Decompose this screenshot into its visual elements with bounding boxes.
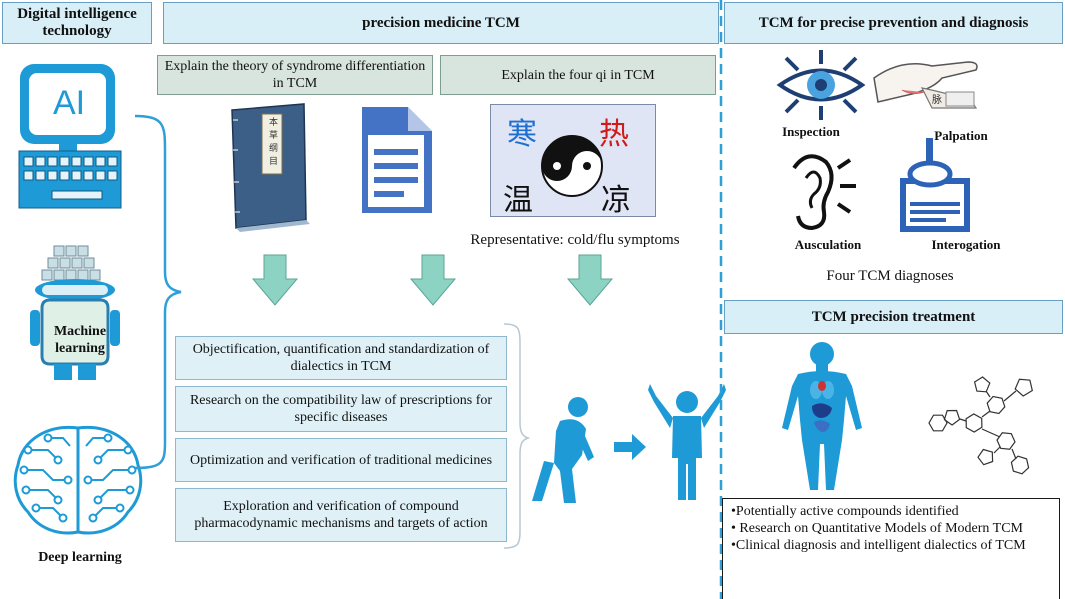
ear-icon: [792, 154, 856, 231]
four-diagnoses-caption: Four TCM diagnoses: [826, 268, 954, 284]
qi-cool-char: 凉: [601, 183, 631, 218]
qi-cold-char: 寒: [507, 117, 537, 152]
molecule-bond: [1003, 390, 1017, 402]
inspection-label: Inspection: [782, 124, 840, 139]
machine-learning-label: Machine learning: [53, 324, 107, 356]
robot-icon: [20, 238, 130, 388]
keyboard-key: [107, 170, 118, 181]
brain-circuit-icon: [8, 420, 148, 540]
keyboard-key: [59, 156, 70, 167]
book-title: 本草纲目: [269, 118, 279, 167]
keyboard-key: [107, 156, 118, 167]
molecule-ring: [943, 409, 961, 426]
molecule-bond: [981, 428, 1001, 438]
interogation-label: Interogation: [931, 237, 1001, 252]
molecule-ring: [986, 395, 1006, 415]
eye-icon: [776, 50, 866, 120]
treatment-item: • Research on Quantitative Models of Mod…: [731, 521, 1023, 536]
molecule-bond: [1011, 448, 1017, 460]
molecule-bond: [993, 446, 1001, 454]
treatment-item: •Potentially active compounds identified: [731, 504, 959, 519]
molecule-ring: [973, 376, 991, 393]
keyboard-key: [95, 170, 106, 181]
left-bracket: [134, 114, 182, 470]
syndrome-theory-box: Explain the theory of syndrome different…: [157, 55, 433, 95]
four-qi-panel: 寒 热 温 凉: [490, 104, 656, 218]
healthy-person-icon: [648, 384, 726, 500]
molecule-ring: [977, 448, 994, 466]
research-item: Objectification, quantification and stan…: [175, 336, 507, 380]
pulse-char: 脉: [932, 95, 942, 106]
treatment-list: •Potentially active compounds identified…: [722, 498, 1060, 599]
keyboard-key: [83, 156, 94, 167]
right-arrow-icon: [614, 434, 646, 460]
molecule-bond: [985, 390, 991, 398]
keyboard-key: [95, 156, 106, 167]
keyboard-key: [35, 170, 46, 181]
digital-intelligence-header: Digital intelligence technology: [2, 2, 152, 44]
research-bracket: [503, 323, 531, 549]
keyboard-key: [71, 156, 82, 167]
research-item: Optimization and verification of traditi…: [175, 438, 507, 482]
treatment-item: •Clinical diagnosis and intelligent dial…: [731, 538, 1026, 553]
tcm-book-icon: [222, 102, 317, 232]
human-body-icon: [782, 342, 862, 490]
document-icon: [360, 105, 435, 215]
down-arrow-2: [409, 254, 457, 306]
diagnosis-header: TCM for precise prevention and diagnosis: [724, 2, 1063, 44]
keyboard-key: [23, 156, 34, 167]
sick-person-icon: [532, 397, 594, 503]
keyboard-key: [35, 156, 46, 167]
keyboard-key: [71, 170, 82, 181]
down-arrow-3: [566, 254, 614, 306]
keyboard-icon: [18, 150, 122, 210]
keyboard-key: [23, 170, 34, 181]
molecule-ring: [996, 432, 1016, 450]
interogation-icon: [900, 138, 970, 232]
keyboard-key: [83, 170, 94, 181]
four-qi-box: Explain the four qi in TCM: [440, 55, 716, 95]
research-item: Research on the compatibility law of pre…: [175, 386, 507, 432]
keyboard-key: [59, 170, 70, 181]
keyboard-key: [47, 170, 58, 181]
research-item: Exploration and verification of compound…: [175, 488, 507, 542]
qi-hot-char: 热: [599, 117, 629, 152]
molecule-icon: [928, 376, 1033, 475]
palpation-hand-icon: [873, 61, 978, 109]
molecule-bond: [981, 410, 991, 418]
molecule-ring: [928, 414, 948, 432]
ai-label: AI: [52, 84, 86, 122]
ausculation-label: Ausculation: [794, 237, 862, 252]
yin-yang-icon: [541, 135, 603, 197]
down-arrow-1: [251, 254, 299, 306]
molecule-ring: [1010, 455, 1030, 475]
treatment-header: TCM precision treatment: [724, 300, 1063, 334]
palpation-label: Palpation: [934, 128, 988, 143]
keyboard-spacebar: [51, 190, 103, 200]
qi-warm-char: 温: [503, 183, 533, 218]
precision-medicine-header: precision medicine TCM: [163, 2, 719, 44]
molecule-bond: [959, 418, 967, 422]
molecule-ring: [965, 413, 983, 433]
molecule-ring: [1014, 378, 1033, 397]
column-divider: [719, 0, 723, 599]
deep-learning-label: Deep learning: [38, 550, 122, 565]
representative-caption: Representative: cold/flu symptoms: [470, 232, 680, 248]
keyboard-key: [47, 156, 58, 167]
